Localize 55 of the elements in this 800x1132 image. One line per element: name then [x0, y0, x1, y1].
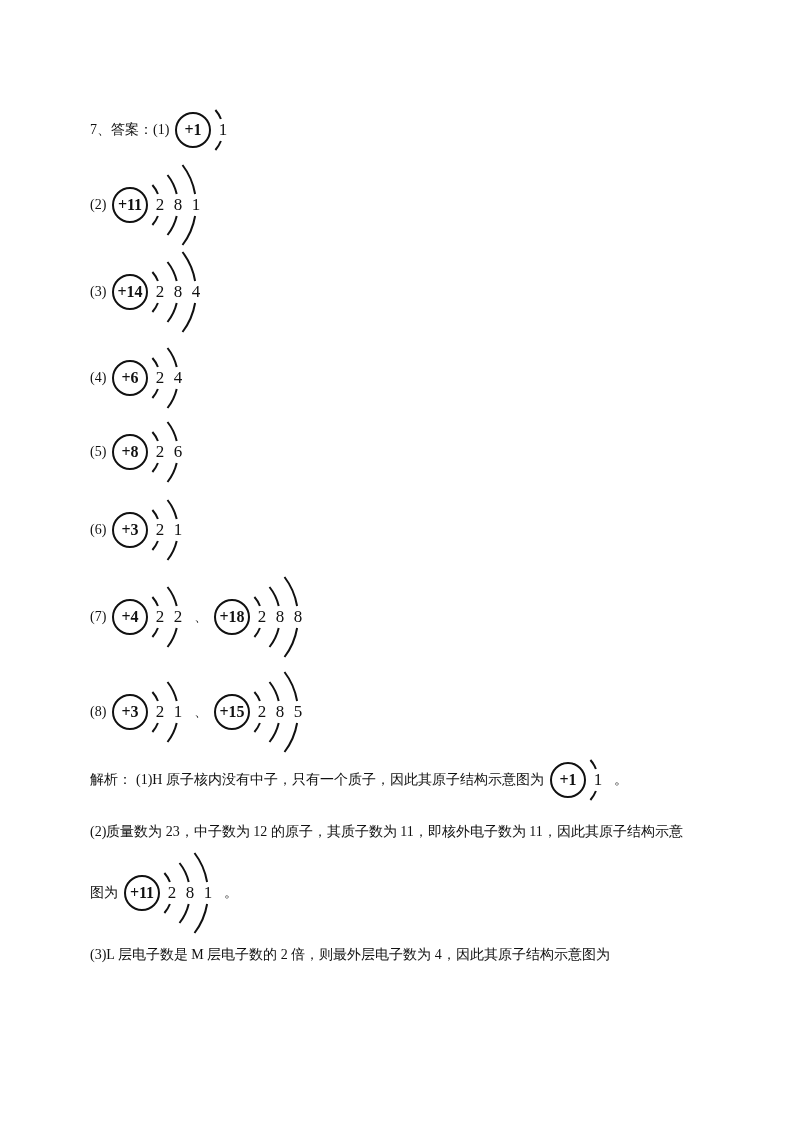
text-line: 。 [614, 771, 628, 789]
electron-count: 2 [256, 703, 268, 721]
text-line: (2)质量数为 23，中子数为 12 的原子，其质子数为 11，即核外电子数为 11，因此其原子结构示意 [90, 823, 683, 841]
nucleus-circle: +3 [112, 694, 148, 730]
electron-count: 1 [190, 196, 202, 214]
text-line: 、 [194, 608, 208, 626]
electron-count: 8 [292, 608, 304, 626]
question-number: (6) [90, 521, 107, 539]
electron-count: 8 [172, 196, 184, 214]
electron-count: 2 [154, 703, 166, 721]
nucleus-circle: +11 [124, 875, 160, 911]
nucleus-circle: +8 [112, 434, 148, 470]
nucleus-circle: +6 [112, 360, 148, 396]
electron-count: 1 [217, 121, 229, 139]
question-number: (5) [90, 443, 107, 461]
electron-count: 1 [592, 771, 604, 789]
nucleus-circle: +1 [175, 112, 211, 148]
nucleus-circle: +18 [214, 599, 250, 635]
text-line: 。 [224, 884, 238, 902]
electron-count: 4 [172, 369, 184, 387]
question-number: (3) [90, 283, 107, 301]
question-number: (2) [90, 196, 107, 214]
text-line: 、 [194, 703, 208, 721]
electron-count: 5 [292, 703, 304, 721]
question-number: (4) [90, 369, 107, 387]
nucleus-circle: +15 [214, 694, 250, 730]
electron-count: 6 [172, 443, 184, 461]
electron-count: 1 [172, 703, 184, 721]
text-line: 图为 [90, 884, 118, 902]
nucleus-circle: +3 [112, 512, 148, 548]
text-line: (3)L 层电子数是 M 层电子数的 2 倍，则最外层电子数为 4，因此其原子结构示意图为 [90, 946, 610, 964]
electron-count: 2 [154, 521, 166, 539]
nucleus-circle: +4 [112, 599, 148, 635]
question-number: (8) [90, 703, 107, 721]
electron-count: 8 [172, 283, 184, 301]
electron-count: 8 [274, 703, 286, 721]
electron-count: 1 [172, 521, 184, 539]
nucleus-circle: +1 [550, 762, 586, 798]
electron-count: 4 [190, 283, 202, 301]
electron-count: 2 [154, 196, 166, 214]
electron-count: 8 [274, 608, 286, 626]
text-line: 解析： [90, 771, 132, 789]
electron-count: 2 [154, 443, 166, 461]
electron-count: 1 [202, 884, 214, 902]
question-number: (7) [90, 608, 107, 626]
electron-count: 2 [154, 608, 166, 626]
electron-count: 2 [166, 884, 178, 902]
electron-count: 2 [172, 608, 184, 626]
nucleus-circle: +11 [112, 187, 148, 223]
nucleus-circle: +14 [112, 274, 148, 310]
electron-count: 8 [184, 884, 196, 902]
electron-count: 2 [154, 283, 166, 301]
text-line: (1)H 原子核内没有中子，只有一个质子，因此其原子结构示意图为 [136, 771, 544, 789]
electron-count: 2 [256, 608, 268, 626]
electron-count: 2 [154, 369, 166, 387]
